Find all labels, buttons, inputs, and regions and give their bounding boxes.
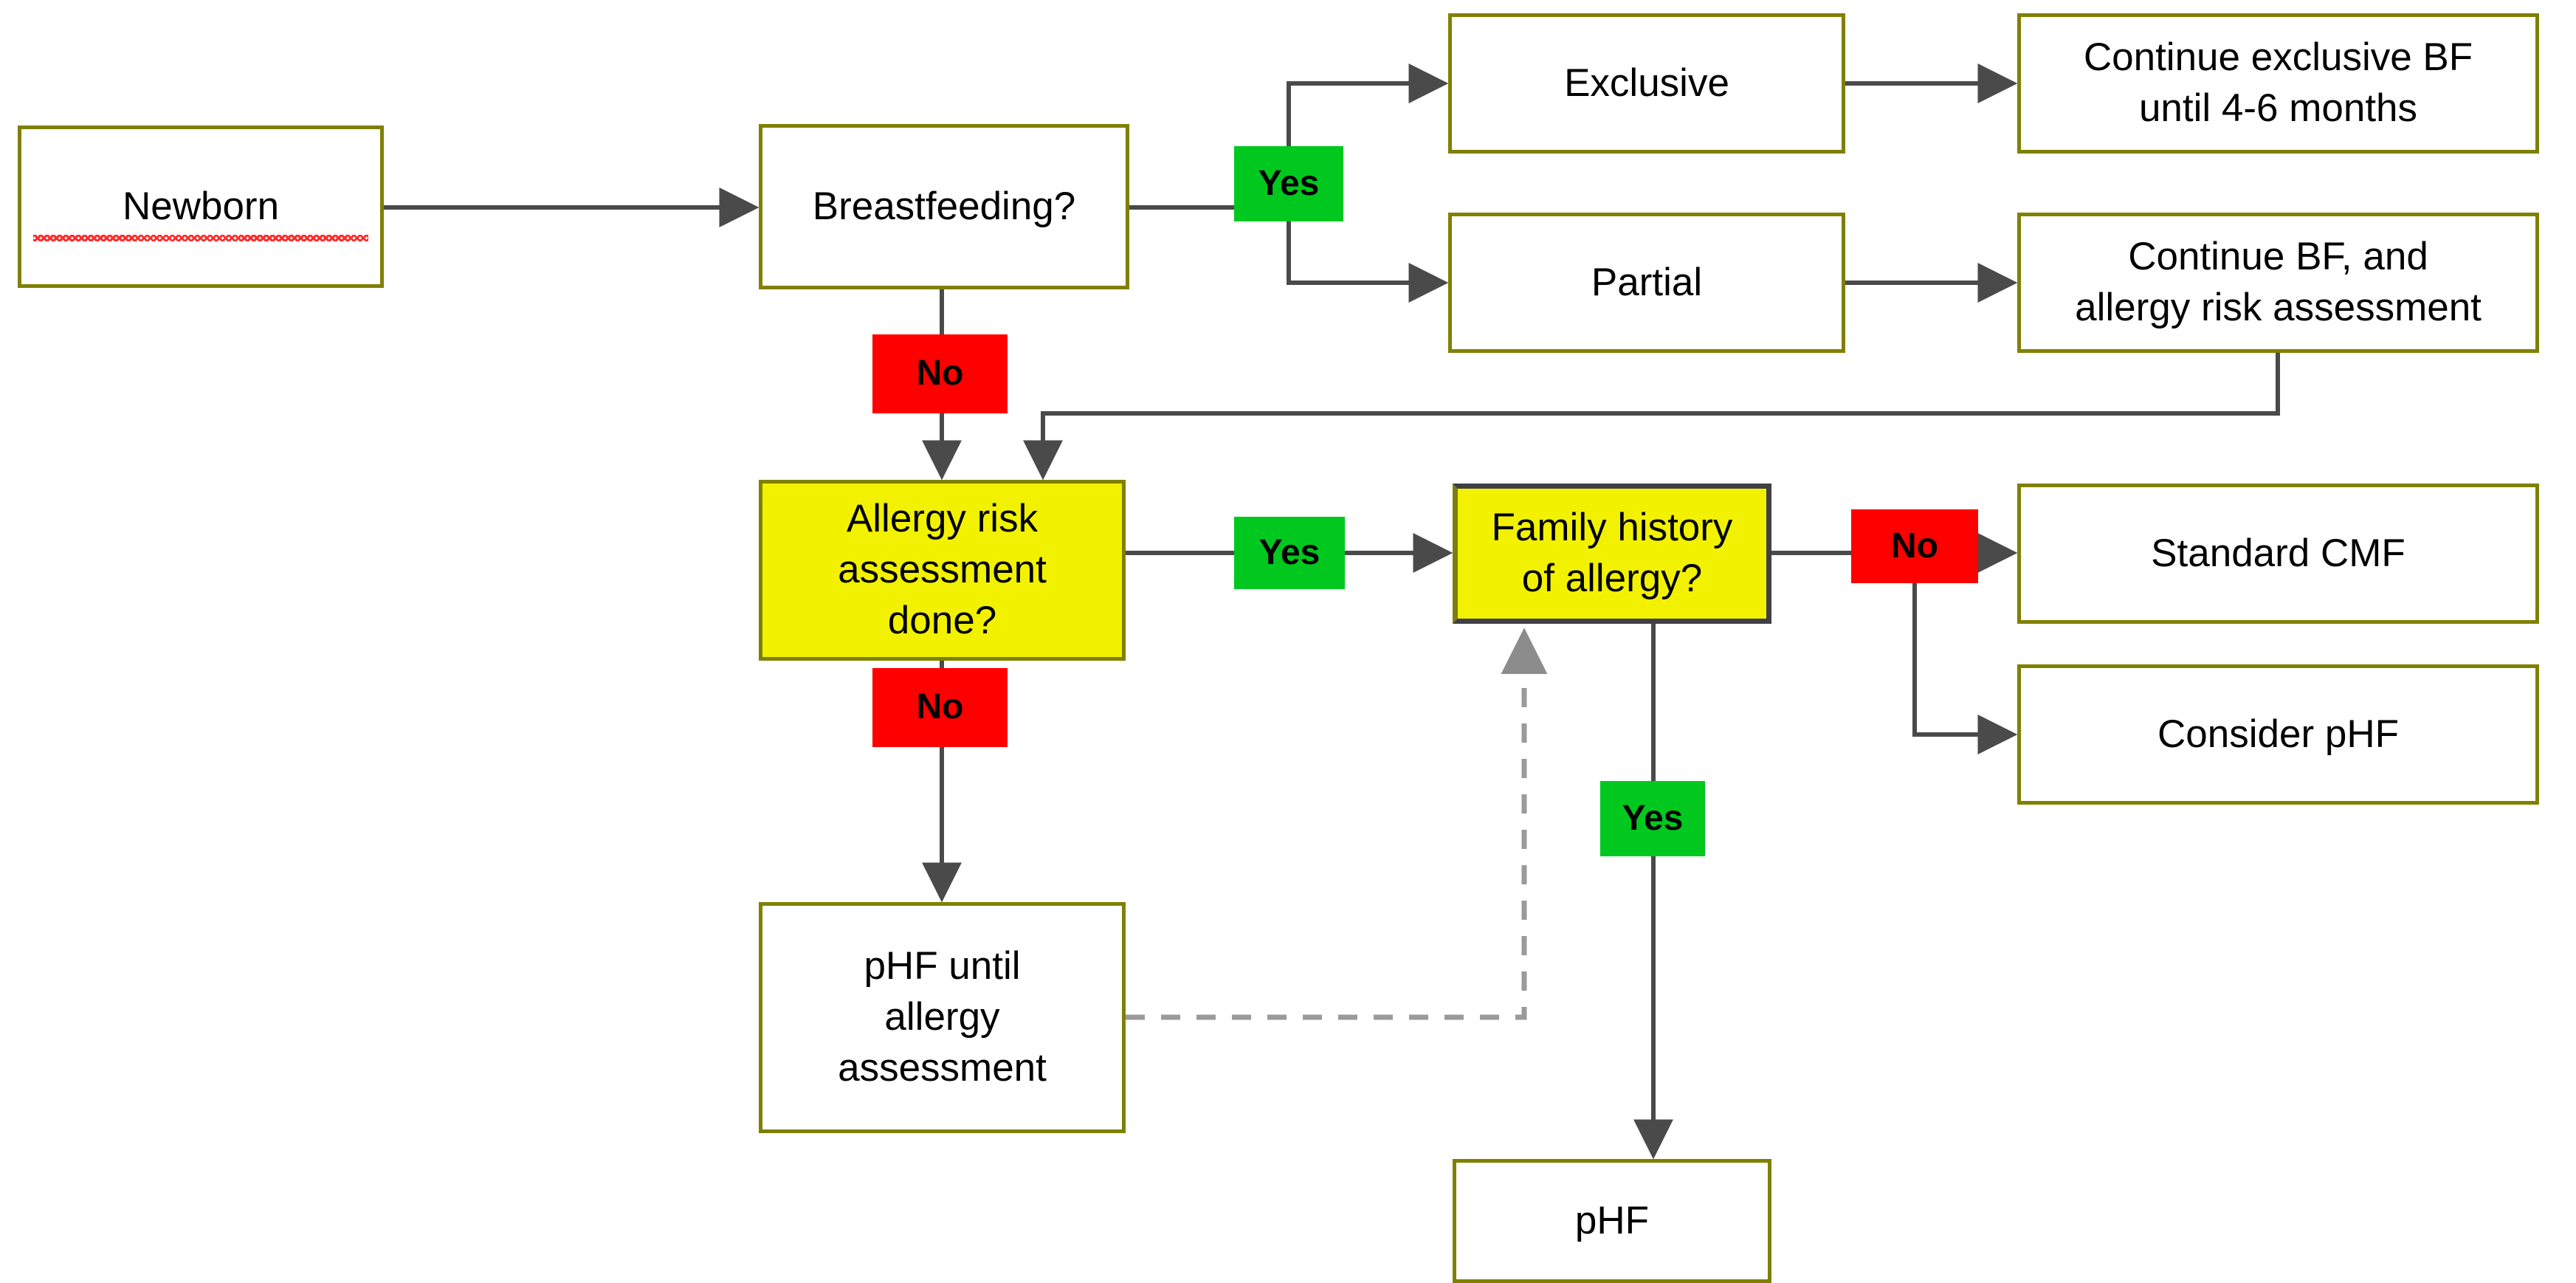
edge-label-risk-assessment-no[interactable]: No	[872, 668, 1008, 747]
edge-label-family-history-yes[interactable]: Yes	[1600, 781, 1705, 856]
node-breastfeeding[interactable]: Breastfeeding?	[759, 124, 1129, 289]
node-standard-cmf-label: Standard CMF	[2151, 531, 2405, 575]
node-exclusive[interactable]: Exclusive	[1448, 13, 1845, 154]
edge-label-family-history-no[interactable]: No	[1851, 509, 1978, 583]
edge-label-breastfeeding-yes[interactable]: Yes	[1234, 146, 1343, 221]
edge-label-risk-assessment-no-text: No	[916, 687, 964, 727]
node-partial[interactable]: Partial	[1448, 213, 1845, 353]
edge-label-breastfeeding-no[interactable]: No	[872, 334, 1008, 413]
node-phf[interactable]: pHF	[1453, 1159, 1771, 1283]
edge-phf-until-to-family-history-dashed	[1126, 627, 1548, 1020]
edge-breastfeeding-to-partial	[1287, 207, 1449, 303]
node-exclusive-label: Exclusive	[1564, 61, 1729, 105]
edge-breastfeeding-to-exclusive	[1129, 63, 1449, 210]
edge-label-breastfeeding-no-text: No	[916, 354, 964, 393]
node-newborn-label: Newborn	[33, 182, 368, 242]
node-phf-label: pHF	[1574, 1198, 1650, 1242]
node-standard-cmf[interactable]: Standard CMF	[2017, 484, 2539, 624]
edge-label-family-history-yes-text: Yes	[1622, 798, 1684, 838]
node-breastfeeding-label: Breastfeeding?	[812, 184, 1076, 228]
edge-continue-bf-to-risk-assessment	[1023, 353, 2280, 481]
edge-label-risk-assessment-yes[interactable]: Yes	[1234, 517, 1345, 589]
node-newborn[interactable]: Newborn	[18, 125, 384, 288]
edge-label-family-history-no-text: No	[1891, 526, 1938, 565]
node-partial-label: Partial	[1591, 260, 1703, 304]
edge-family-history-to-consider-phf	[1912, 583, 2018, 754]
node-consider-phf[interactable]: Consider pHF	[2017, 664, 2539, 805]
node-consider-phf-label: Consider pHF	[2157, 712, 2399, 756]
edge-label-breastfeeding-yes-text: Yes	[1258, 163, 1320, 203]
edge-label-risk-assessment-yes-text: Yes	[1258, 532, 1320, 572]
